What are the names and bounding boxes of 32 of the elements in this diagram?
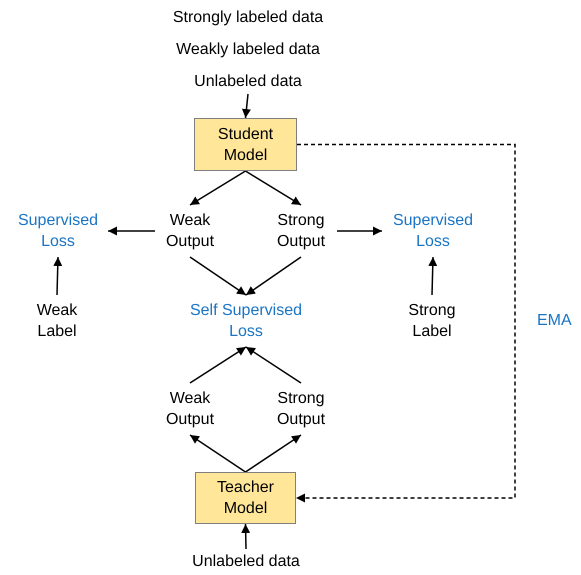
model-box — [194, 118, 297, 171]
node-label: Strong Label — [407, 301, 457, 342]
arrow — [190, 346, 246, 384]
node-label: Weak Output — [164, 389, 216, 430]
arrow — [246, 346, 302, 384]
node-label: Strong Output — [276, 389, 326, 430]
loss-label: Supervised Loss — [392, 211, 474, 252]
loss-label: Self Supervised Loss — [188, 301, 304, 342]
model-label: Teacher Model — [216, 478, 275, 519]
node-label: Unlabeled data — [194, 72, 302, 92]
arrow — [245, 434, 302, 473]
model-box — [195, 472, 296, 524]
model-label: Student Model — [216, 124, 274, 166]
arrow — [190, 256, 246, 296]
node-label: Strong Output — [276, 211, 326, 252]
arrow — [245, 170, 302, 206]
dashed-arrow — [296, 144, 516, 502]
arrow — [53, 256, 62, 296]
node-label: Unlabeled data — [192, 552, 300, 572]
arrow — [241, 524, 250, 550]
node-label: Weakly labeled data — [176, 40, 320, 60]
arrow — [242, 94, 251, 118]
arrow — [108, 226, 155, 236]
arrow — [190, 434, 246, 473]
node-label: Weak Label — [36, 301, 78, 342]
node-label: Weak Output — [164, 211, 216, 252]
arrow — [337, 226, 382, 236]
arrow — [190, 170, 246, 206]
node-label: Strongly labeled data — [172, 8, 324, 28]
arrow — [246, 256, 302, 296]
loss-label: Supervised Loss — [16, 211, 100, 252]
arrow — [428, 256, 438, 296]
